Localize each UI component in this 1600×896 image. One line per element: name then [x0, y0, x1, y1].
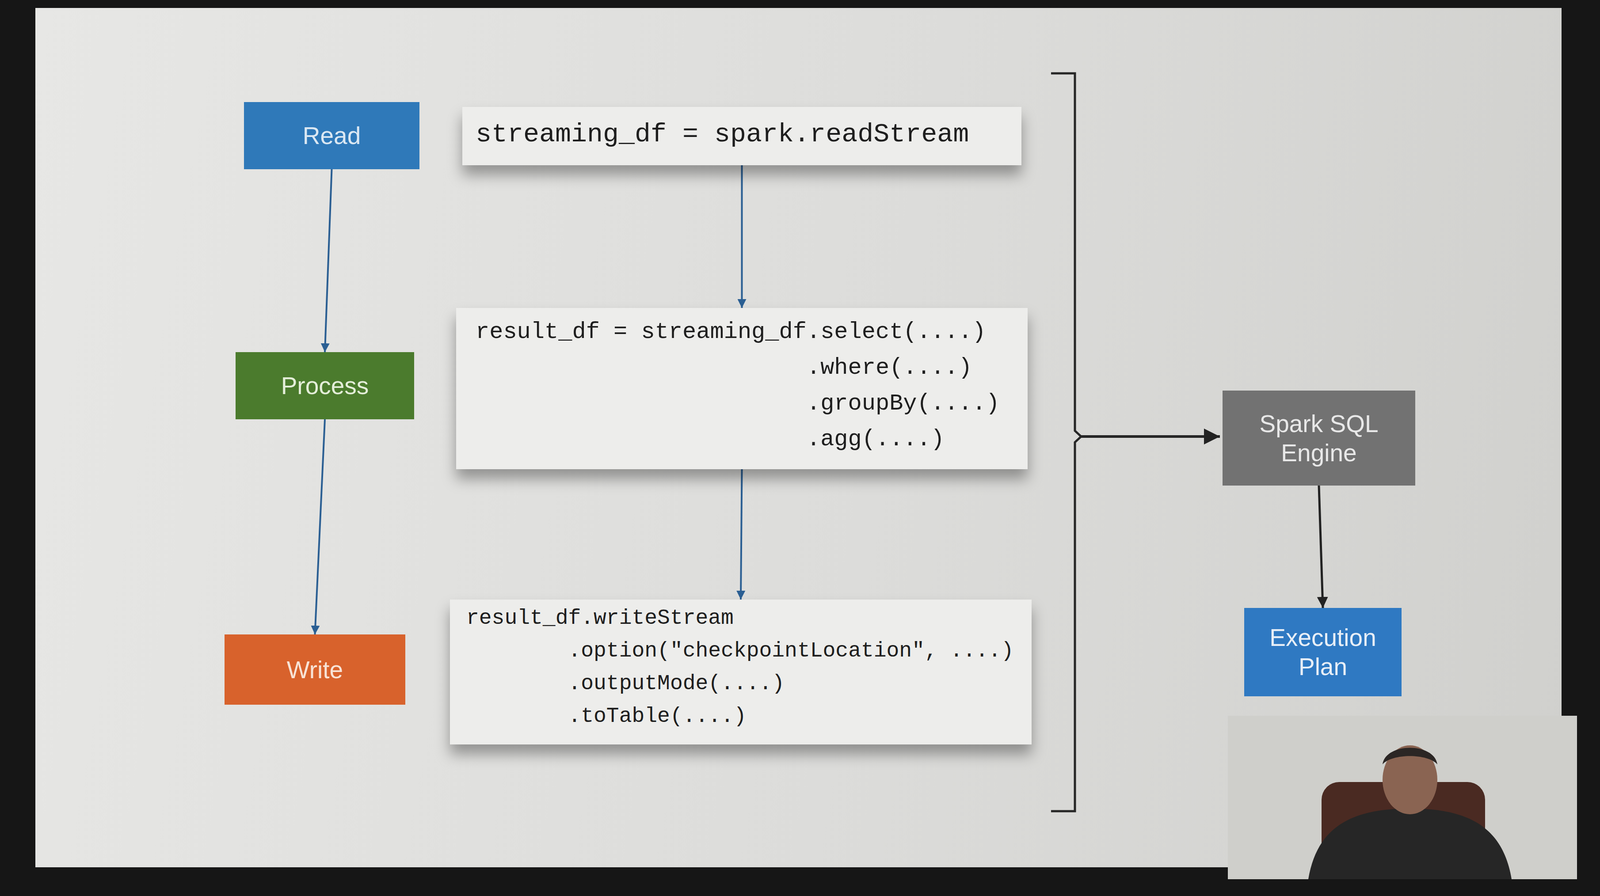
flow-arrow — [315, 419, 326, 635]
code-line: streaming_df = spark.readStream — [475, 113, 1011, 156]
execution-plan-box: Execution Plan — [1244, 608, 1402, 697]
flow-arrow — [741, 165, 743, 309]
code-line: result_df = streaming_df.select(....) — [475, 314, 1018, 351]
box-label: Process — [281, 371, 370, 401]
write-step-box: Write — [224, 634, 406, 705]
code-line: .toTable(....) — [567, 700, 1021, 734]
engine-box: Spark SQL Engine — [1222, 390, 1416, 486]
flow-arrow — [1318, 485, 1323, 609]
box-label: Execution Plan — [1262, 623, 1384, 682]
webcam-overlay — [1227, 716, 1578, 880]
code-line: result_df.writeStream — [466, 602, 1021, 636]
code-line: .outputMode(....) — [567, 667, 1021, 701]
merge-bracket — [1051, 73, 1082, 812]
code-line: .where(....) — [806, 350, 1018, 386]
flow-arrow — [740, 469, 743, 600]
box-label: Write — [286, 655, 343, 685]
code-block: result_df.writeStream.option("checkpoint… — [449, 599, 1032, 745]
flow-arrow — [324, 169, 332, 353]
code-line: .option("checkpointLocation", ....) — [567, 635, 1021, 668]
process-step-box: Process — [235, 352, 415, 420]
read-step-box: Read — [243, 102, 420, 170]
code-line: .agg(....) — [806, 421, 1018, 458]
box-label: Spark SQL Engine — [1235, 409, 1402, 468]
code-block: streaming_df = spark.readStream — [462, 106, 1022, 166]
bracket-arrow — [1081, 435, 1220, 439]
code-line: .groupBy(....) — [806, 385, 1018, 422]
code-block: result_df = streaming_df.select(....).wh… — [456, 308, 1028, 470]
box-label: Read — [302, 121, 361, 151]
